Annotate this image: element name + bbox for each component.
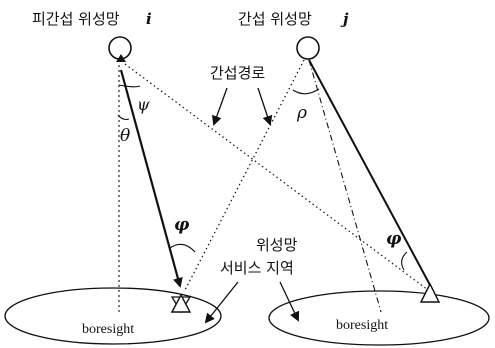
rho-angle-arc [292, 88, 320, 95]
phi-angle-arc [169, 243, 196, 253]
service-area-pointer-right [279, 281, 300, 322]
interference-path-pointer-left [212, 87, 228, 126]
victim-earth-station-triangle [170, 293, 192, 313]
rho-angle-label: ρ [296, 103, 307, 123]
victim-satellite-label: 피간섭 위성망 [32, 10, 120, 28]
victim-service-area-ellipse [4, 287, 222, 345]
theta-angle-label: θ [120, 126, 130, 146]
interferer-satellite-label: 간섭 위성망 [238, 10, 312, 28]
varphi-angle-label: φ [386, 229, 402, 249]
service-area-pointer-left [204, 281, 239, 324]
theta-angle-arc [117, 114, 130, 121]
interferer-satellite-index: j [340, 10, 349, 28]
victim-wanted-link-line [119, 69, 183, 288]
interferer-wanted-link-line [308, 59, 431, 286]
service-area-label-line2: 서비스 지역 [220, 259, 294, 277]
psi-angle-label: ψ [137, 95, 150, 114]
interference-path-label: 간섭경로 [210, 64, 265, 82]
interference-path-pointer-right [257, 87, 273, 126]
interferer-satellite-icon [296, 36, 320, 60]
varphi-angle-arc [401, 251, 408, 271]
boresight-label-right: boresight [336, 318, 388, 333]
phi-angle-label: φ [174, 215, 190, 235]
interference-path-downlink [124, 63, 429, 291]
service-area-label-line1: 위성망 [256, 236, 298, 254]
interference-path-uplink [183, 59, 305, 293]
interferer-earth-station-icon [419, 282, 441, 303]
interferer-boresight-line [308, 59, 382, 313]
interferer-service-area-ellipse [268, 290, 490, 346]
boresight-label-left: boresight [82, 322, 134, 337]
psi-angle-arc [118, 84, 141, 88]
victim-satellite-index: i [146, 10, 152, 28]
